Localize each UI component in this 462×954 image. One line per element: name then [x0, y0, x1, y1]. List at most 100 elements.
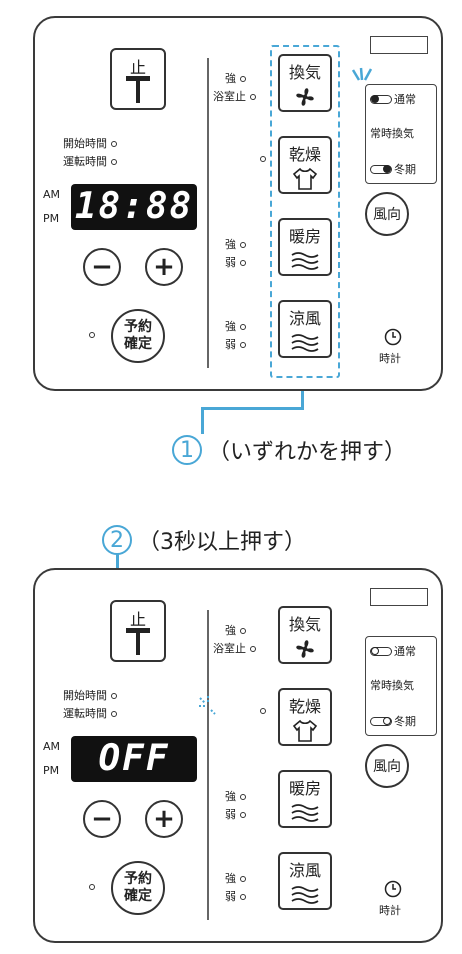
connector-line: [201, 407, 204, 434]
cool-breeze-button[interactable]: 涼風: [278, 300, 332, 358]
vent-bath-stop-led: [249, 94, 256, 100]
heating-label: 暖房: [288, 227, 321, 246]
plus-button[interactable]: +: [145, 248, 183, 286]
run-time-label: 運転時間: [63, 707, 107, 720]
ventilation-button[interactable]: 換気: [278, 606, 332, 664]
vent-strong-led: [239, 628, 246, 634]
minus-icon: −: [91, 804, 113, 834]
connector-line: [201, 407, 304, 410]
heating-button[interactable]: 暖房: [278, 218, 332, 276]
plus-button[interactable]: +: [145, 800, 183, 838]
fan-stop-icon: [126, 76, 150, 103]
cool-weak-label: 弱: [225, 890, 236, 903]
pm-label: PM: [43, 212, 60, 225]
heating-button[interactable]: 暖房: [278, 770, 332, 828]
ventilation-button[interactable]: 換気: [278, 54, 332, 112]
clock-label: 時計: [379, 352, 401, 365]
cool-weak-label: 弱: [225, 338, 236, 351]
vent-strong-led: [239, 76, 246, 82]
step-1-text: （いずれかを押す）: [208, 440, 407, 465]
vent-bath-stop-label: 浴室止: [213, 90, 246, 103]
fan-stop-icon: [126, 628, 150, 655]
minus-button[interactable]: −: [83, 248, 121, 286]
vent-bath-stop-led: [249, 646, 256, 652]
step-2: 2 （3秒以上押す）: [102, 524, 306, 556]
stop-button[interactable]: 止: [110, 600, 166, 662]
vent-strong-label: 強: [225, 624, 236, 637]
start-time-label: 開始時間: [63, 689, 107, 702]
time-display: 18:88: [71, 184, 197, 230]
wind-direction-button[interactable]: 風向: [365, 192, 409, 236]
run-time-led: [110, 159, 117, 165]
sparkle-icon: [199, 696, 216, 715]
dry-led: [260, 156, 266, 162]
ventilation-label: 換気: [288, 615, 321, 634]
cool-strong-label: 強: [225, 320, 236, 333]
mode-normal-label: 通常: [394, 645, 416, 658]
mode-winter-label: 冬期: [394, 163, 416, 176]
dry-button[interactable]: 乾燥: [278, 136, 332, 194]
time-display: OFF: [71, 736, 197, 782]
stop-button-label: 止: [129, 610, 146, 629]
confirm-label: 確定: [124, 336, 152, 352]
clock-label: 時計: [379, 904, 401, 917]
clock-icon[interactable]: [384, 880, 402, 898]
heat-weak-led: [239, 812, 246, 818]
mode-switch-box: 通常 常時換気 冬期: [365, 84, 437, 184]
waves-icon: [291, 804, 319, 822]
mode-toggle[interactable]: [370, 164, 392, 174]
vent-strong-label: 強: [225, 72, 236, 85]
heat-strong-label: 強: [225, 238, 236, 251]
mode-toggle[interactable]: [370, 716, 392, 726]
heating-label: 暖房: [288, 779, 321, 798]
reserve-confirm-button[interactable]: 予約 確定: [111, 309, 165, 363]
vent-bath-stop-label: 浴室止: [213, 642, 246, 655]
status-window: [370, 588, 428, 606]
dry-led: [260, 708, 266, 714]
sparkle-icon: [351, 67, 373, 81]
heat-strong-led: [239, 242, 246, 248]
reserve-led: [89, 332, 95, 338]
cool-weak-led: [239, 342, 246, 348]
start-time-led: [110, 141, 117, 147]
mode-always-vent-label: 常時換気: [370, 679, 414, 692]
mode-always-vent-label: 常時換気: [370, 127, 414, 140]
run-time-led: [110, 711, 117, 717]
stop-button[interactable]: 止: [110, 48, 166, 110]
status-window: [370, 36, 428, 54]
minus-button[interactable]: −: [83, 800, 121, 838]
cool-breeze-label: 涼風: [288, 309, 321, 328]
reserve-confirm-button[interactable]: 予約 確定: [111, 861, 165, 915]
remote-panel-bottom: 止 開始時間 運転時間 AM PM OFF − + 予約 確定 強 浴室止 換気: [33, 568, 443, 943]
step-1: 1 （いずれかを押す）: [172, 434, 406, 466]
cool-strong-label: 強: [225, 872, 236, 885]
cool-breeze-label: 涼風: [288, 861, 321, 880]
plus-icon: +: [153, 252, 175, 282]
waves-icon: [291, 334, 319, 352]
cool-breeze-button[interactable]: 涼風: [278, 852, 332, 910]
clock-icon[interactable]: [384, 328, 402, 346]
wind-direction-button[interactable]: 風向: [365, 744, 409, 788]
run-time-label: 運転時間: [63, 155, 107, 168]
plus-icon: +: [153, 804, 175, 834]
cool-strong-led: [239, 876, 246, 882]
divider: [207, 610, 209, 920]
dry-label: 乾燥: [288, 145, 321, 164]
am-label: AM: [43, 740, 61, 753]
start-time-label: 開始時間: [63, 137, 107, 150]
heat-strong-label: 強: [225, 790, 236, 803]
mode-normal-label: 通常: [394, 93, 416, 106]
stop-button-label: 止: [129, 58, 146, 77]
dry-label: 乾燥: [288, 697, 321, 716]
wind-direction-label: 風向: [373, 207, 401, 223]
cool-weak-led: [239, 894, 246, 900]
am-label: AM: [43, 188, 61, 201]
mode-toggle[interactable]: [370, 646, 392, 656]
mode-toggle[interactable]: [370, 94, 392, 104]
confirm-label: 確定: [124, 888, 152, 904]
waves-icon: [291, 886, 319, 904]
step-1-number: 1: [172, 435, 202, 465]
connector-line: [301, 391, 304, 409]
dry-button[interactable]: 乾燥: [278, 688, 332, 746]
heat-weak-led: [239, 260, 246, 266]
